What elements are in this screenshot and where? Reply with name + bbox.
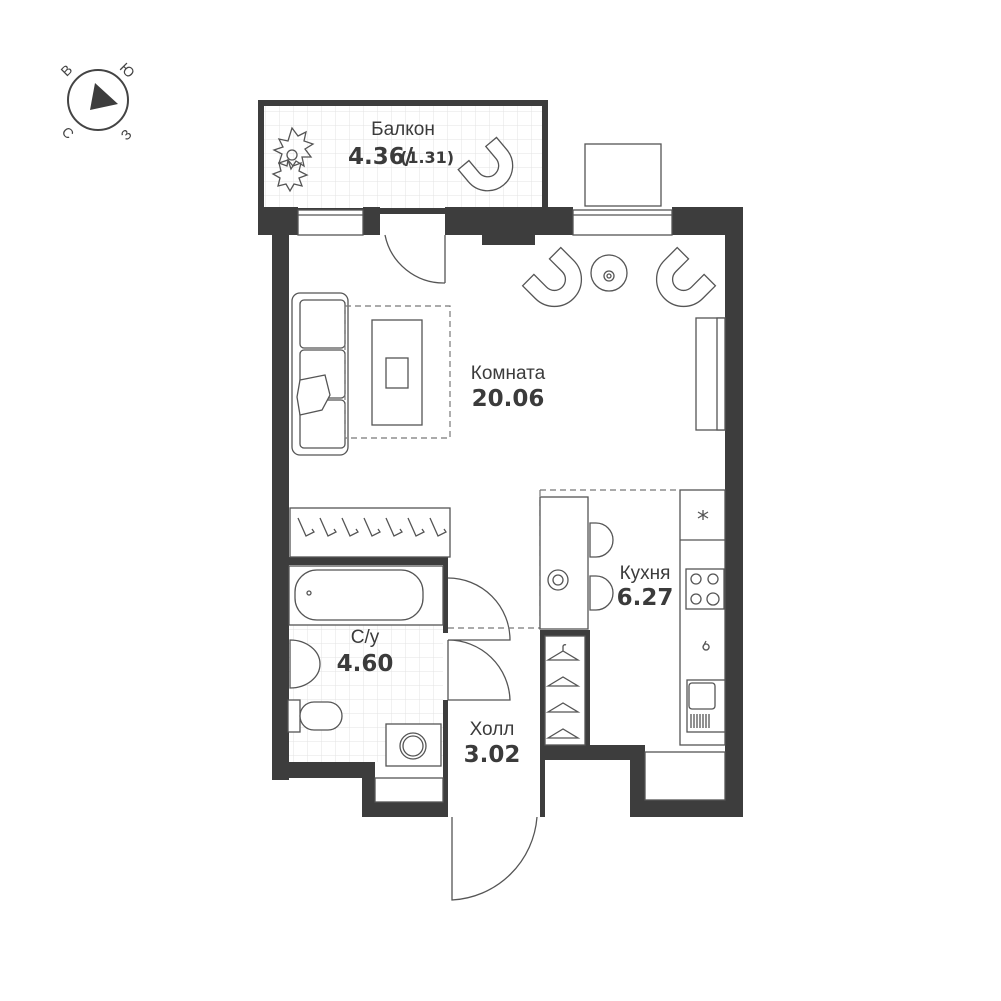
chair-icon [589,575,614,611]
plant-icon [271,126,315,193]
balcony-name: Балкон [371,119,435,140]
room-name: Комната [471,363,546,384]
compass-arrow-icon [90,83,118,110]
kitchen-counter [679,489,726,746]
toilet [287,699,343,733]
shaft [374,777,444,803]
balcony: Балкон 4.36/ (1.31) [258,100,548,214]
dining-table [539,496,589,630]
hall-closet [544,635,586,746]
armchair-right-icon [655,246,717,308]
hall-area: 3.02 [464,742,521,768]
coffee-table [371,319,423,426]
balcony-area: 4.36/ [348,144,414,170]
compass-north-label: С [59,123,77,141]
compass: В Ю С З [57,59,138,143]
compass-south-label: Ю [117,59,138,80]
balcony-area-reduced: (1.31) [400,148,454,167]
hall-name: Холл [470,719,515,740]
water-drop-icon [702,640,710,651]
shaft-box [644,751,726,801]
window-right[interactable] [572,209,673,236]
chair-icon [589,522,614,558]
rug [344,305,451,439]
balcony-armchair-icon [457,136,514,192]
bathtub [288,565,444,626]
room-area: 20.06 [472,386,545,412]
bathroom-area: 4.60 [337,651,394,677]
sofa [291,292,349,456]
armchair-left-icon [521,246,583,308]
washing-machine [385,723,442,767]
compass-east-label: В [57,61,75,79]
ac-unit [584,143,662,207]
hood-icon [697,510,709,520]
wardrobe [289,507,451,558]
bathroom-name: С/у [351,627,380,648]
window-left[interactable] [297,209,364,236]
side-table [590,254,628,292]
kitchen-area: 6.27 [617,585,674,611]
compass-west-label: З [117,126,134,143]
bathroom-door[interactable] [447,577,511,701]
walls [258,207,743,817]
kitchen-name: Кухня [620,563,671,584]
entrance-door[interactable] [451,816,538,901]
sink [289,639,321,689]
balcony-door[interactable] [384,234,446,284]
